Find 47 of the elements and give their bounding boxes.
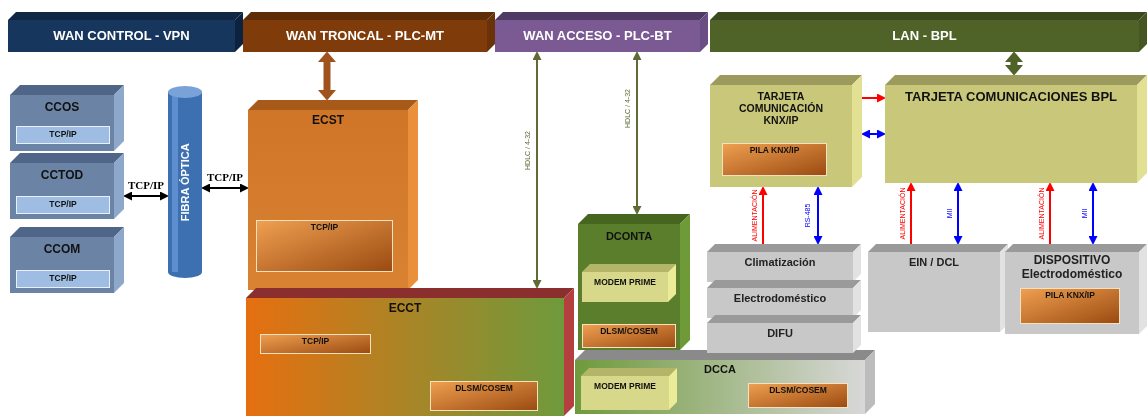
- block-label: DCONTA: [605, 230, 653, 243]
- block-label: PILA KNX/IP: [749, 146, 800, 156]
- block-label: CCTOD: [40, 169, 84, 183]
- arrow: [861, 93, 886, 103]
- block-label: DIFU: [767, 327, 793, 340]
- arrow: [953, 182, 963, 245]
- block-label: TCP/IP: [301, 337, 330, 347]
- block-label: DLSM/COSEM: [600, 327, 658, 337]
- arrow: [758, 186, 768, 245]
- block-label: DLSM/COSEM: [769, 386, 827, 396]
- arrow: [813, 186, 823, 245]
- block-label: TCP/IP: [49, 200, 77, 210]
- arrow: [861, 129, 886, 139]
- block-label: TARJETA COMUNICACIÓN KNX/IP: [738, 90, 824, 127]
- block-label: MODEM PRIME: [594, 382, 656, 392]
- arrow: [532, 51, 542, 289]
- arrow: [1088, 182, 1098, 245]
- arrow: [1005, 51, 1023, 76]
- block-label: Climatización: [744, 256, 816, 269]
- arrow: [632, 51, 642, 215]
- arrow: [318, 51, 336, 101]
- band-title: LAN - BPL: [892, 28, 957, 44]
- vertical-label: FIBRA ÓPTICA: [178, 143, 192, 221]
- arrow: [123, 191, 169, 201]
- block-label: MODEM PRIME: [594, 278, 656, 288]
- block-label: CCOS: [44, 101, 80, 115]
- arrow: [1045, 182, 1055, 245]
- block-label: DLSM/COSEM: [455, 384, 513, 394]
- band-title: WAN TRONCAL - PLC-MT: [286, 28, 444, 44]
- block-label: EIN / DCL: [908, 256, 960, 269]
- edge-label: TCP/IP: [127, 179, 166, 191]
- block-label: TARJETA COMUNICACIONES BPL: [904, 90, 1118, 105]
- block-label: PILA KNX/IP: [1045, 291, 1095, 301]
- block-label: TCP/IP: [310, 223, 339, 233]
- arrow: [201, 183, 249, 193]
- block-label: ECST: [312, 114, 344, 128]
- band-title: WAN ACCESO - PLC-BT: [523, 28, 672, 44]
- block-label: DISPOSITIVO Electrodoméstico: [1020, 254, 1124, 282]
- block-label: TCP/IP: [49, 130, 77, 140]
- arrow: [906, 182, 916, 245]
- band-title: WAN CONTROL - VPN: [53, 28, 190, 44]
- block-label: TCP/IP: [49, 274, 77, 284]
- block-label: ECCT: [388, 302, 422, 316]
- block-label: CCOM: [43, 243, 81, 257]
- block-label: DCCA: [704, 363, 736, 376]
- block-label: Electrodoméstico: [733, 292, 827, 305]
- edge-label: TCP/IP: [206, 171, 245, 183]
